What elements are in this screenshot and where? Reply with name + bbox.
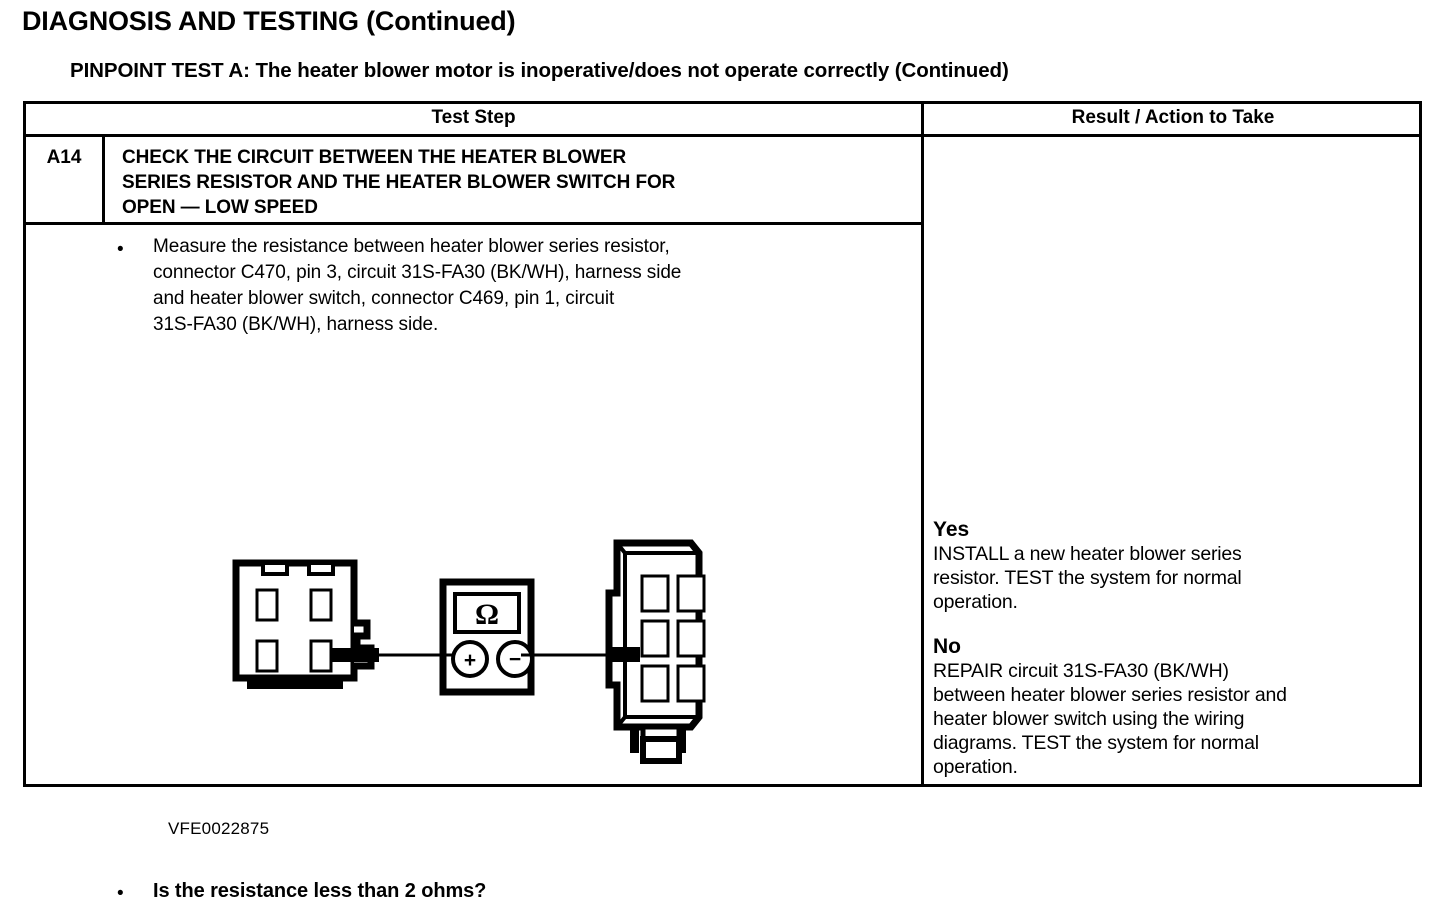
- bullet-icon: •: [117, 883, 124, 904]
- ohm-symbol: Ω: [475, 598, 499, 631]
- left-connector-symbol: [232, 559, 379, 689]
- meter-positive-terminal-icon: +: [464, 649, 476, 672]
- result-yes-group: Yes INSTALL a new heater blower series r…: [933, 518, 1418, 614]
- step-id-label: A14: [46, 147, 82, 168]
- table-header-row: [26, 104, 1419, 137]
- diagnostic-test-table: Test Step Result / Action to Take A14 CH…: [23, 101, 1422, 904]
- page-title: DIAGNOSIS AND TESTING (Continued): [22, 6, 516, 36]
- step-heading-cell: CHECK THE CIRCUIT BETWEEN THE HEATER BLO…: [105, 137, 921, 225]
- right-connector-symbol: [605, 539, 706, 764]
- result-yes-label: Yes: [933, 518, 970, 541]
- test-setup-diagram: Ω + −: [181, 535, 781, 765]
- result-no-label: No: [933, 635, 961, 658]
- service-manual-page: DIAGNOSIS AND TESTING (Continued) PINPOI…: [22, 6, 1422, 904]
- column-header-result-action: Result / Action to Take: [1071, 107, 1275, 128]
- column-header-test-step: Test Step: [431, 107, 516, 128]
- pinpoint-test-title: PINPOINT TEST A: The heater blower motor…: [70, 59, 1009, 82]
- instruction-text: Measure the resistance between heater bl…: [153, 236, 682, 335]
- figure-id-label: VFE0022875: [168, 819, 270, 838]
- result-yes-text: INSTALL a new heater blower series resis…: [933, 543, 1242, 613]
- step-heading-text: CHECK THE CIRCUIT BETWEEN THE HEATER BLO…: [122, 147, 676, 218]
- table-column-divider: [921, 104, 924, 784]
- meter-negative-terminal-icon: −: [509, 648, 521, 671]
- result-action-cell: Yes INSTALL a new heater blower series r…: [924, 137, 1422, 784]
- result-no-group: No REPAIR circuit 31S-FA30 (BK/WH) betwe…: [933, 635, 1418, 779]
- bullet-icon: •: [117, 239, 124, 260]
- step-body-cell: • Measure the resistance between heater …: [26, 225, 921, 904]
- question-text: Is the resistance less than 2 ohms?: [153, 880, 487, 902]
- result-no-text: REPAIR circuit 31S-FA30 (BK/WH) between …: [933, 660, 1287, 778]
- step-id-cell: A14: [26, 137, 105, 225]
- ohmmeter-symbol: Ω + −: [439, 578, 535, 696]
